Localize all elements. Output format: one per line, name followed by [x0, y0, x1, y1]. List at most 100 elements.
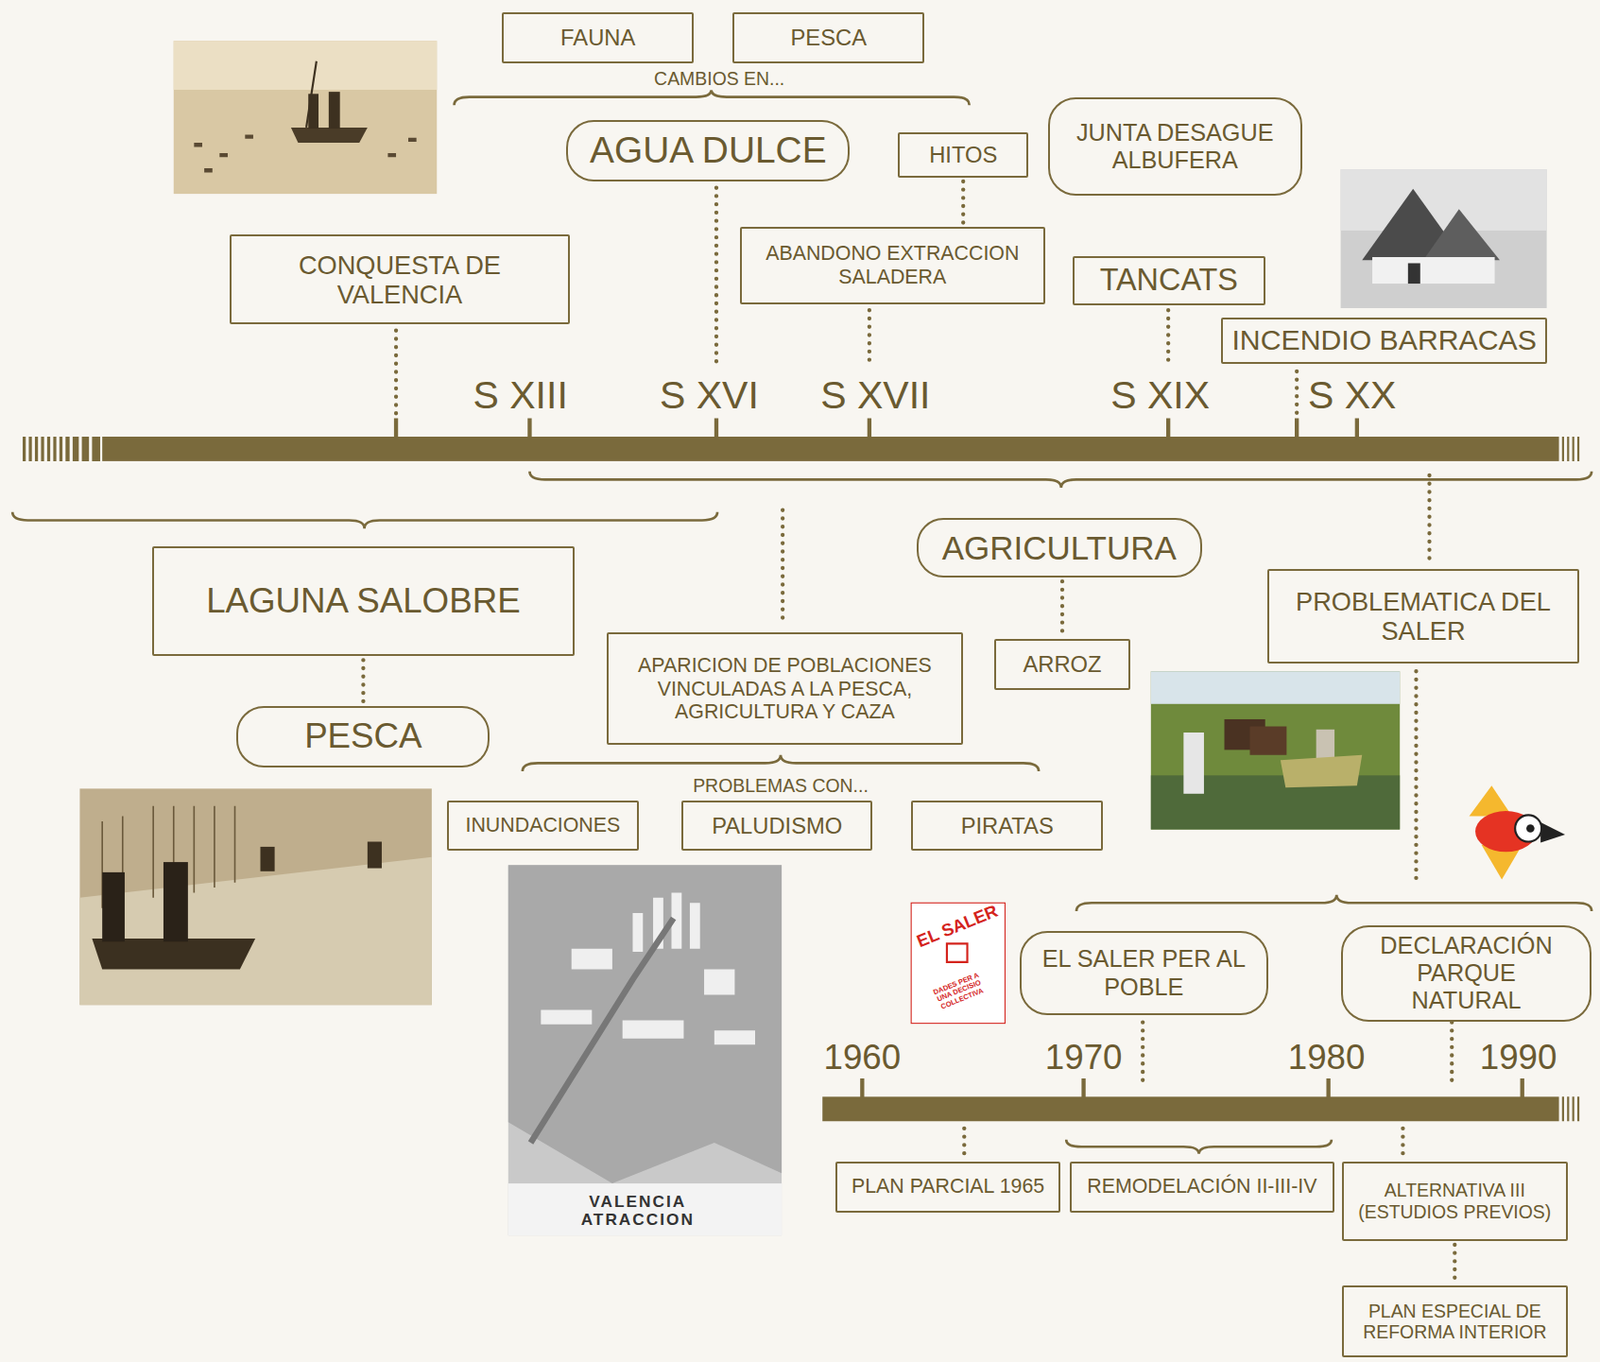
magazine-cover	[508, 864, 782, 1236]
brace-caption: CAMBIOS EN...	[650, 69, 789, 90]
photo-boat	[173, 40, 437, 194]
year-label: 1960	[820, 1037, 906, 1076]
box-text: REMODELACIÓN II-III-IV	[1086, 1174, 1317, 1199]
sticker-drawing	[946, 943, 968, 962]
timeline-axis	[822, 1096, 1559, 1121]
photo-sheaf	[1280, 755, 1362, 789]
photo-roof	[1423, 208, 1500, 260]
box-text: PESCA	[304, 716, 422, 757]
year-label: 1990	[1476, 1037, 1562, 1076]
timeline-box: PESCA	[732, 12, 925, 64]
timeline-box: PLAN PARCIAL 1965	[835, 1161, 1061, 1213]
dotted-connector	[1060, 581, 1065, 636]
logo-beak	[1540, 822, 1566, 844]
rounded-box: EL SALER PER AL POBLE	[1019, 930, 1269, 1016]
box-text: LAGUNA SALOBRE	[206, 581, 521, 621]
dotted-connector	[1452, 1244, 1457, 1283]
box-text: PROBLEMATICA DEL SALER	[1277, 586, 1570, 647]
photo-road	[531, 917, 674, 1142]
axis-hatching	[22, 436, 1580, 462]
timeline-box: PROBLEMATICA DEL SALER	[1267, 568, 1580, 663]
year-label: 1970	[1041, 1037, 1127, 1076]
century-label: S XIX	[1106, 374, 1214, 417]
brace-caption: PROBLEMAS CON...	[688, 776, 873, 797]
photo-figure	[328, 91, 341, 129]
box-text: PIRATAS	[961, 812, 1054, 839]
timeline-box: CONQUESTA DE VALENCIA	[229, 234, 570, 325]
century-label: S XX	[1304, 374, 1400, 417]
box-text: HITOS	[929, 141, 998, 168]
photo-wall	[1372, 257, 1496, 284]
box-text: PLAN PARCIAL 1965	[851, 1174, 1045, 1199]
timeline-box: PIRATAS	[911, 800, 1103, 852]
photo-ground	[79, 788, 431, 1005]
century-label: S XVI	[655, 374, 763, 417]
timeline-box: LAGUNA SALOBRE	[152, 546, 575, 657]
photo-sky	[1151, 670, 1400, 705]
axis-ticks	[860, 1078, 1525, 1100]
axis-hatching	[1562, 1096, 1580, 1121]
photo-sky	[173, 40, 437, 90]
rounded-box: DECLARACIÓN PARQUE NATURAL	[1341, 925, 1593, 1022]
timeline-box: FAUNA	[501, 12, 694, 64]
logo-eye	[1526, 824, 1535, 833]
box-text: ALTERNATIVA III (ESTUDIOS PREVIOS)	[1351, 1179, 1558, 1222]
box-text: AGRICULTURA	[942, 529, 1177, 568]
box-text: INUNDACIONES	[465, 813, 621, 838]
box-text: PLAN ESPECIAL DE REFORMA INTERIOR	[1351, 1300, 1558, 1343]
photo-water	[79, 857, 431, 1006]
photo-figure	[367, 842, 382, 869]
photo-figure	[259, 846, 275, 872]
box-text: AGUA DULCE	[589, 129, 827, 173]
photo-boat-shape	[291, 127, 368, 143]
logo-head	[1514, 814, 1542, 842]
photo-barraca	[1341, 169, 1548, 309]
photo-buildings	[540, 892, 756, 1045]
timeline-box: APARICION DE POBLACIONES VINCULADAS A LA…	[606, 632, 963, 745]
box-text: EL SALER PER AL POBLE	[1037, 945, 1250, 1000]
photo-rice-field	[1151, 670, 1400, 829]
photo-door	[1408, 262, 1421, 284]
rounded-box: AGUA DULCE	[566, 120, 850, 182]
box-text: ABANDONO EXTRACCION SALADERA	[749, 241, 1035, 289]
timeline-box: PLAN ESPECIAL DE REFORMA INTERIOR	[1341, 1285, 1568, 1358]
box-text: TANCATS	[1100, 262, 1239, 298]
grouping-brace	[1076, 894, 1592, 912]
sticker-title: EL SALER	[913, 901, 1000, 952]
grouping-brace	[522, 755, 1039, 772]
box-text: DECLARACIÓN PARQUE NATURAL	[1359, 931, 1574, 1015]
photo-ground	[508, 864, 782, 1236]
timeline-box: ARROZ	[994, 638, 1132, 690]
box-text: PALUDISMO	[711, 812, 843, 839]
timeline-box: PALUDISMO	[681, 800, 873, 852]
grouping-brace	[454, 89, 970, 105]
dotted-connector	[961, 181, 965, 224]
axis-ticks	[394, 418, 1360, 440]
timeline-box: REMODELACIÓN II-III-IV	[1069, 1161, 1336, 1213]
photo-aerial	[508, 864, 782, 1184]
photo-ground	[1151, 670, 1400, 829]
year-label: 1980	[1284, 1037, 1370, 1076]
photo-ground	[1341, 169, 1548, 309]
timeline-axis	[102, 436, 1559, 462]
timeline-box: INUNDACIONES	[447, 800, 639, 852]
sticker-subtitle: DADES PER A UNA DECISIO COLLECTIVA	[925, 968, 993, 1015]
grouping-brace	[12, 512, 718, 529]
photo-ground	[173, 40, 437, 194]
dotted-connector	[361, 659, 365, 703]
box-text: PESCA	[790, 24, 867, 51]
photo-fishermen	[79, 788, 431, 1005]
grouping-brace	[529, 471, 1592, 488]
timeline-box: HITOS	[897, 132, 1029, 178]
photo-boat-shape	[91, 938, 256, 969]
century-label: S XVII	[816, 374, 934, 417]
rounded-box: PESCA	[236, 705, 490, 768]
timeline-box: TANCATS	[1072, 256, 1266, 306]
timeline-box: ALTERNATIVA III (ESTUDIOS PREVIOS)	[1341, 1161, 1568, 1241]
timeline-box: INCENDIO BARRACAS	[1221, 317, 1547, 365]
grouping-brace	[1066, 1139, 1332, 1154]
box-text: ARROZ	[1022, 651, 1102, 677]
photo-horse	[1250, 726, 1288, 756]
box-text: CONQUESTA DE VALENCIA	[240, 250, 561, 310]
